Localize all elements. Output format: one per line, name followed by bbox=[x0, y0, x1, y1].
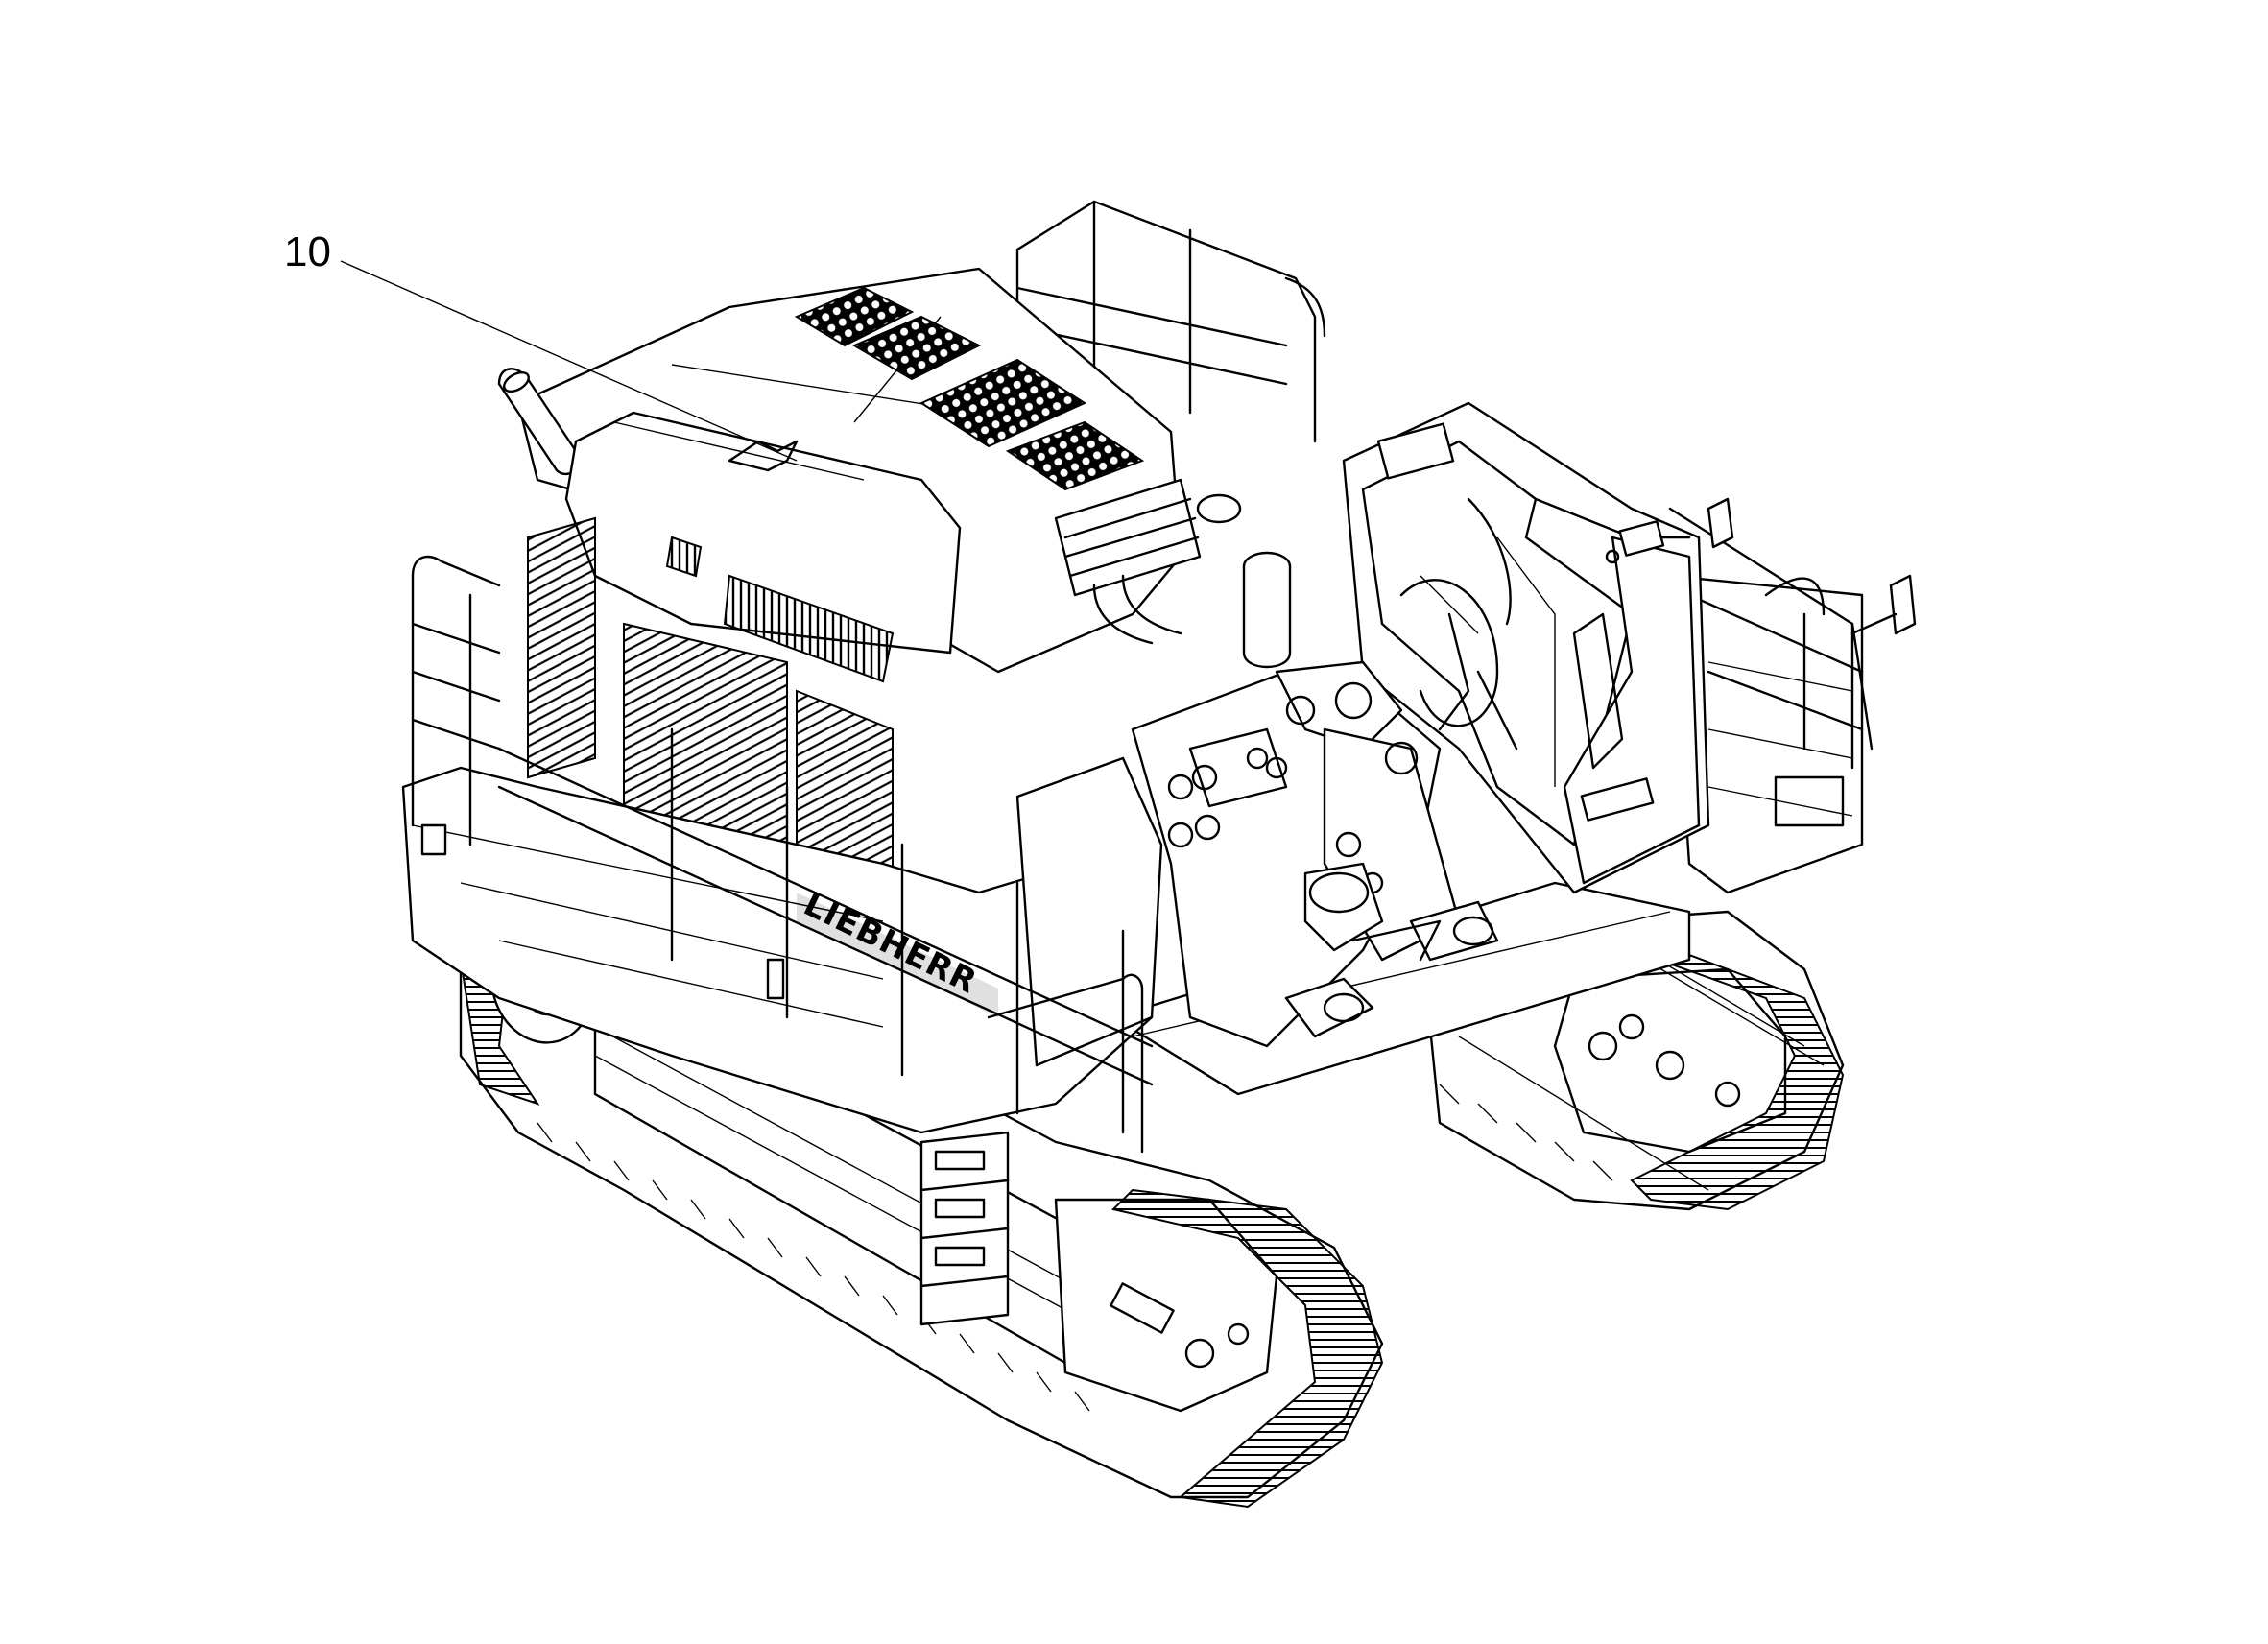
left-walkway-handrail bbox=[411, 555, 1154, 1154]
mirror bbox=[1707, 497, 1917, 635]
callout-10: 10 bbox=[284, 228, 798, 462]
roof-mesh-grilles bbox=[794, 286, 1145, 491]
right-handrail bbox=[1668, 507, 1874, 770]
boom-foot bbox=[1131, 660, 1499, 1048]
tank-caps bbox=[1196, 493, 1292, 669]
right-walkway-platform bbox=[1668, 574, 1864, 894]
right-crawler-shoes bbox=[1439, 939, 1845, 1211]
access-ladder bbox=[919, 1131, 1010, 1326]
counterweight bbox=[401, 756, 1163, 1134]
callout-number: 10 bbox=[284, 228, 331, 275]
operator-cab bbox=[1342, 401, 1710, 894]
hydraulic-valve-bank bbox=[1054, 478, 1202, 645]
side-grilles bbox=[527, 516, 895, 885]
